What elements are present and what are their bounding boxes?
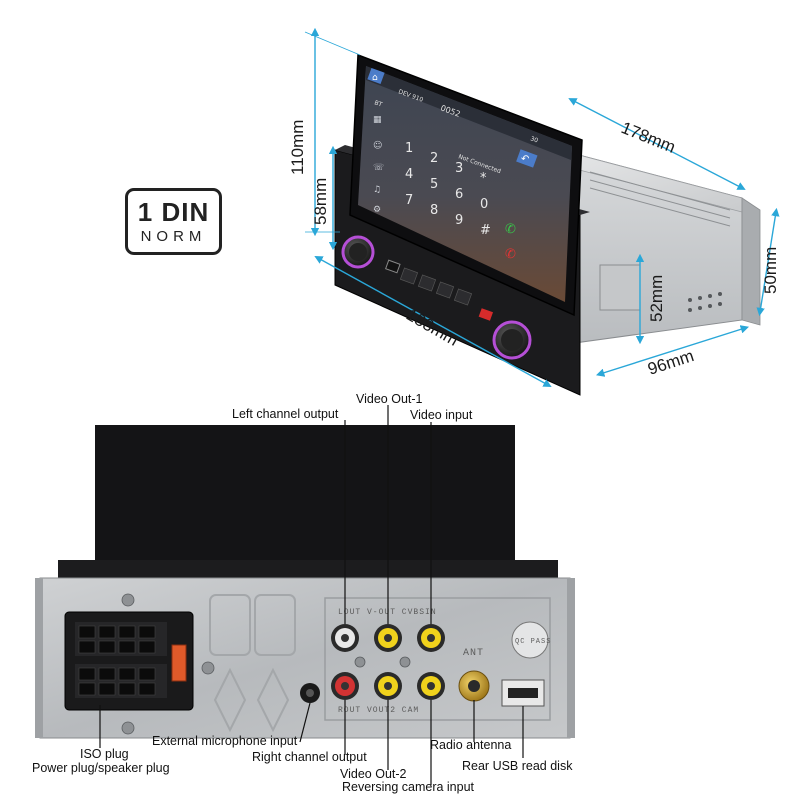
- antenna-port[interactable]: [458, 670, 490, 702]
- qc-pass-sticker: QC PASS: [511, 621, 551, 659]
- recent-calls-icon[interactable]: ☏: [373, 163, 384, 173]
- label-iso-plug: ISO plug: [80, 747, 129, 761]
- rca-reversing-camera[interactable]: [417, 672, 445, 700]
- volume-knob-left[interactable]: [341, 235, 375, 269]
- label-video-out-2: Video Out-2: [340, 767, 407, 781]
- din-norm-badge: 1 DIN NORM: [125, 188, 222, 255]
- dim-label-178: 178mm: [619, 118, 679, 157]
- callout-labels: Video Out-1 Left channel output Video in…: [32, 392, 573, 794]
- dial-key-8[interactable]: 8: [430, 203, 438, 218]
- dial-key-hash[interactable]: #: [480, 223, 491, 238]
- dim-arrow-188: [314, 255, 552, 388]
- hangup-icon[interactable]: ✆: [505, 247, 516, 262]
- rca-panel-frame: [324, 597, 551, 721]
- dim-label-58: 58mm: [311, 178, 330, 225]
- rca-right-out[interactable]: [331, 672, 359, 700]
- home-icon[interactable]: ⌂: [367, 67, 385, 85]
- dial-key-1[interactable]: 1: [405, 141, 413, 156]
- contacts-icon[interactable]: ☺: [373, 140, 382, 151]
- dial-key-3[interactable]: 3: [455, 161, 463, 176]
- rca-video-input[interactable]: [417, 624, 445, 652]
- label-left-channel-output: Left channel output: [232, 407, 339, 421]
- screw-middle: [201, 661, 215, 675]
- rca-video-out-2[interactable]: [374, 672, 402, 700]
- call-icon[interactable]: ✆: [505, 222, 516, 237]
- dial-key-star[interactable]: *: [480, 171, 487, 186]
- dim-arrow-50: [756, 207, 780, 317]
- rca-left-out[interactable]: [331, 624, 359, 652]
- dim-label-52: 52mm: [647, 275, 666, 322]
- dial-key-2[interactable]: 2: [430, 151, 438, 166]
- label-video-out-1: Video Out-1: [356, 392, 423, 406]
- keypad-icon[interactable]: ▦: [373, 115, 382, 125]
- dial-key-7[interactable]: 7: [405, 193, 413, 208]
- touchscreen: DEV 910 0052 BT 30 ⌂ ↶ Not Connected ▦: [349, 53, 583, 317]
- label-power-speaker-plug: Power plug/speaker plug: [32, 761, 170, 775]
- settings-icon[interactable]: ⚙: [373, 205, 381, 215]
- dial-key-5[interactable]: 5: [430, 177, 438, 192]
- dim-label-110: 110mm: [288, 120, 307, 175]
- dial-key-6[interactable]: 6: [455, 187, 463, 202]
- label-reversing-camera: Reversing camera input: [342, 780, 475, 794]
- label-video-input: Video input: [410, 408, 473, 422]
- svg-text:QC PASS: QC PASS: [515, 638, 551, 646]
- dimension-arrows: [304, 27, 780, 388]
- dial-key-4[interactable]: 4: [405, 167, 413, 182]
- mic-jack[interactable]: [300, 683, 320, 703]
- dial-key-0[interactable]: 0: [480, 197, 488, 212]
- ant-label: ANT: [463, 648, 484, 659]
- status-volume-text: 30: [529, 135, 539, 144]
- svg-text:↶: ↶: [521, 154, 529, 165]
- screw-rca-right: [399, 656, 411, 668]
- label-right-channel-output: Right channel output: [252, 750, 367, 764]
- device-perspective: DEV 910 0052 BT 30 ⌂ ↶ Not Connected ▦: [288, 27, 780, 396]
- status-bt-text: BT: [373, 99, 383, 108]
- fuse: [171, 644, 187, 682]
- rear-view: LOUT V-OUT CVBSIN ROUT VOUT2 CAM: [32, 392, 575, 794]
- dial-key-9[interactable]: 9: [455, 213, 463, 228]
- label-rear-usb: Rear USB read disk: [462, 759, 573, 773]
- label-external-mic: External microphone input: [152, 734, 298, 748]
- music-icon[interactable]: ♫: [373, 185, 381, 195]
- bezel-top-edge: [58, 560, 558, 578]
- rca-stamp-bottom: ROUT VOUT2 CAM: [338, 706, 419, 715]
- dim-arrow-96: [595, 325, 750, 377]
- dial-keypad: 1 2 3 * 4 5 6 0 7 8 9 #: [405, 141, 491, 238]
- back-icon[interactable]: ↶: [516, 149, 538, 168]
- volume-knob-right[interactable]: [492, 320, 532, 360]
- dim-label-50: 50mm: [761, 247, 780, 294]
- iso-connector[interactable]: [64, 611, 194, 711]
- screw-bottom: [121, 721, 135, 735]
- rca-video-out-1[interactable]: [374, 624, 402, 652]
- rear-usb-port[interactable]: [501, 679, 545, 707]
- rca-stamp-top: LOUT V-OUT CVBSIN: [338, 608, 437, 617]
- svg-text:⌂: ⌂: [372, 73, 378, 83]
- label-radio-antenna: Radio antenna: [430, 738, 511, 752]
- screw-rca-left: [354, 656, 366, 668]
- screw-top: [121, 593, 135, 607]
- dim-arrow-178: [568, 98, 746, 190]
- badge-line-2: NORM: [140, 228, 207, 245]
- badge-line-1: 1 DIN: [137, 197, 210, 227]
- screen-back: [95, 425, 515, 563]
- callout-lines: [99, 405, 524, 785]
